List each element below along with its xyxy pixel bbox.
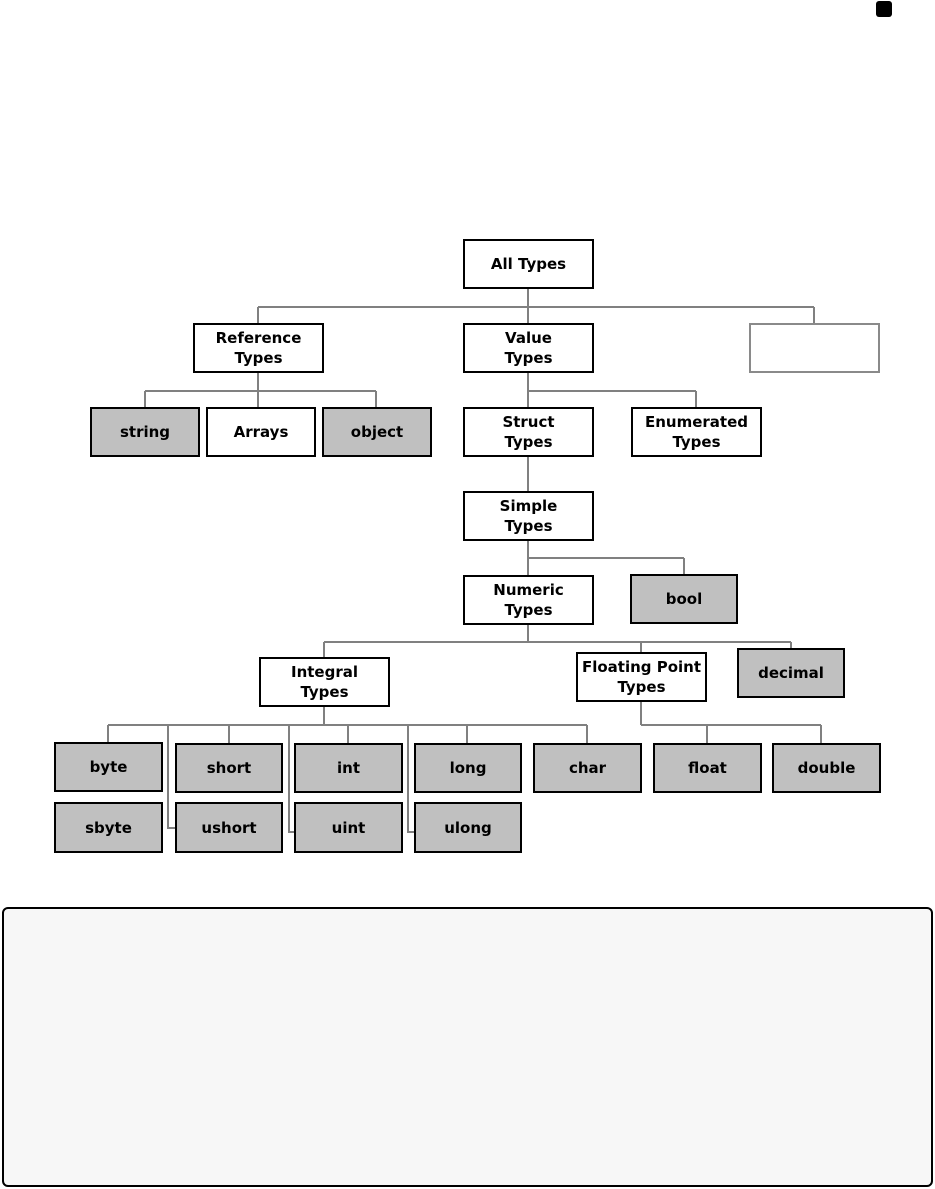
node-short: short [175,743,283,793]
node-struct-types: Struct Types [463,407,594,457]
node-byte: byte [54,742,163,792]
node-integral-types: Integral Types [259,657,390,707]
node-all-types: All Types [463,239,594,289]
node-char: char [533,743,642,793]
node-object: object [322,407,432,457]
answer-text-area[interactable] [2,907,933,1187]
node-long: long [414,743,522,793]
node-enumerated-types: Enumerated Types [631,407,762,457]
node-ulong: ulong [414,802,522,853]
node-int: int [294,743,403,793]
connector-line [407,725,414,833]
corner-square-marker [876,1,892,17]
node-blank-box [749,323,880,373]
connector-line [167,725,175,829]
node-reference-types: Reference Types [193,323,324,373]
node-bool: bool [630,574,738,624]
node-value-types: Value Types [463,323,594,373]
node-string: string [90,407,200,457]
node-float: float [653,743,762,793]
node-double: double [772,743,881,793]
node-floating-point-types: Floating Point Types [576,652,707,702]
connector-line [288,725,295,833]
node-decimal: decimal [737,648,845,698]
node-numeric-types: Numeric Types [463,575,594,625]
node-simple-types: Simple Types [463,491,594,541]
node-sbyte: sbyte [54,802,163,853]
node-ushort: ushort [175,802,283,853]
tree-connectors [107,289,822,833]
node-uint: uint [294,802,403,853]
node-arrays: Arrays [206,407,316,457]
